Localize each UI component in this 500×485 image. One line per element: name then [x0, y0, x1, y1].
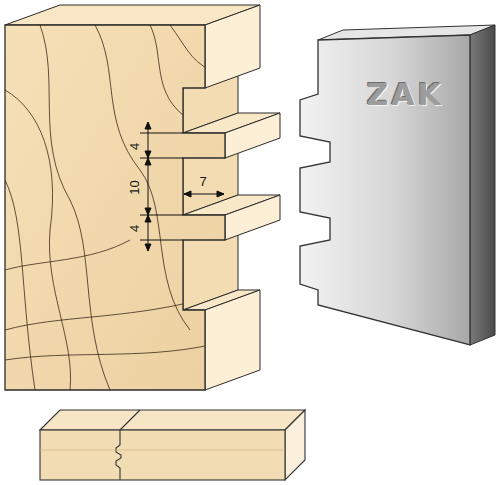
arrowhead — [145, 215, 151, 222]
knife-side-face — [470, 25, 495, 345]
dimension-line — [148, 122, 149, 251]
board-top-face — [40, 410, 305, 430]
arrowhead — [145, 122, 151, 129]
grain-line — [5, 345, 210, 360]
grain-line — [5, 90, 71, 390]
grain-line — [40, 25, 110, 390]
profile-face — [225, 195, 280, 240]
dimension-value: 4 — [128, 224, 141, 231]
arrowhead — [217, 191, 224, 197]
extension-line — [140, 133, 183, 134]
grain-line — [5, 300, 200, 330]
dimension-value: 10 — [128, 180, 141, 194]
brand-logo: ZAK — [367, 80, 444, 110]
arrowhead — [184, 191, 191, 197]
extension-line — [140, 215, 183, 216]
arrowhead — [145, 158, 151, 165]
dimension-value: 4 — [128, 142, 141, 149]
profile-face — [205, 290, 260, 390]
joined-boards — [40, 410, 305, 480]
grain-line — [170, 25, 210, 70]
grain-line — [40, 450, 285, 451]
arrowhead — [145, 244, 151, 251]
wood-side-faces — [183, 68, 238, 310]
grain-line — [95, 25, 190, 330]
dimension-lines — [140, 122, 224, 251]
wood-grain — [5, 25, 210, 390]
grain-line — [150, 25, 190, 120]
joint-line — [120, 410, 140, 430]
profile-face — [205, 5, 260, 88]
extension-line — [140, 240, 183, 241]
profile-face — [225, 113, 280, 158]
board-front-face — [40, 430, 285, 480]
dimension-value: 7 — [200, 175, 207, 188]
cutter-knife — [300, 35, 470, 345]
grain-line — [5, 240, 130, 270]
wood-end-face — [5, 25, 225, 390]
board-end-face — [285, 410, 305, 480]
joint-profile — [116, 430, 121, 480]
extension-line — [140, 158, 183, 159]
wood-outer-faces — [205, 5, 280, 390]
